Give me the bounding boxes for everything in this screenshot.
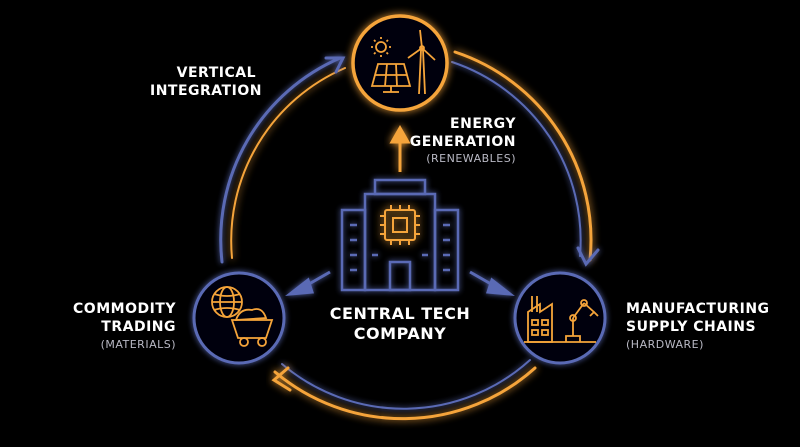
arrow-to-manufacturing (469, 270, 515, 296)
manufacturing-subtitle: (HARDWARE) (626, 338, 704, 351)
central-building-icon (340, 178, 460, 292)
center-label-line2: COMPANY (353, 324, 447, 343)
manufacturing-node (513, 271, 607, 365)
center-label-line1: CENTRAL TECH (329, 304, 471, 323)
energy-subtitle: (RENEWABLES) (426, 152, 516, 165)
arrowhead-top (324, 56, 346, 74)
energy-title-line2: GENERATION (409, 134, 516, 150)
arc-commodity-to-energy (219, 56, 342, 264)
arrowhead-bottom (271, 366, 292, 392)
commodity-subtitle: (MATERIALS) (100, 338, 176, 351)
cycle-label: VERTICAL INTEGRATION (150, 64, 262, 100)
cycle-label-line2: INTEGRATION (150, 83, 262, 99)
globe-mine-cart-icon (211, 286, 274, 347)
energy-title: ENERGY GENERATION (396, 115, 516, 151)
energy-title-line1: ENERGY (450, 116, 516, 132)
center-label: CENTRAL TECH COMPANY (320, 304, 480, 344)
commodity-node (192, 271, 286, 365)
commodity-title-line2: TRADING (101, 319, 176, 335)
manufacturing-title-line1: MANUFACTURING (626, 301, 770, 317)
arrowhead-right (576, 246, 600, 267)
solar-panel-wind-turbine-icon (370, 29, 436, 95)
factory-robot-arm-icon (524, 296, 599, 343)
commodity-title: COMMODITY TRADING (60, 300, 176, 336)
commodity-title-line1: COMMODITY (73, 301, 176, 317)
manufacturing-title: MANUFACTURING SUPPLY CHAINS (626, 300, 786, 336)
cycle-ring (219, 50, 600, 421)
arc-manufacturing-to-commodity (273, 366, 537, 421)
arrow-to-energy (389, 124, 411, 172)
cycle-label-line1: VERTICAL (176, 65, 256, 81)
chip-icon (380, 205, 420, 245)
arc-energy-to-manufacturing (453, 50, 593, 262)
manufacturing-title-line2: SUPPLY CHAINS (626, 319, 757, 335)
arrow-to-commodity (285, 270, 331, 296)
energy-node (351, 14, 449, 112)
